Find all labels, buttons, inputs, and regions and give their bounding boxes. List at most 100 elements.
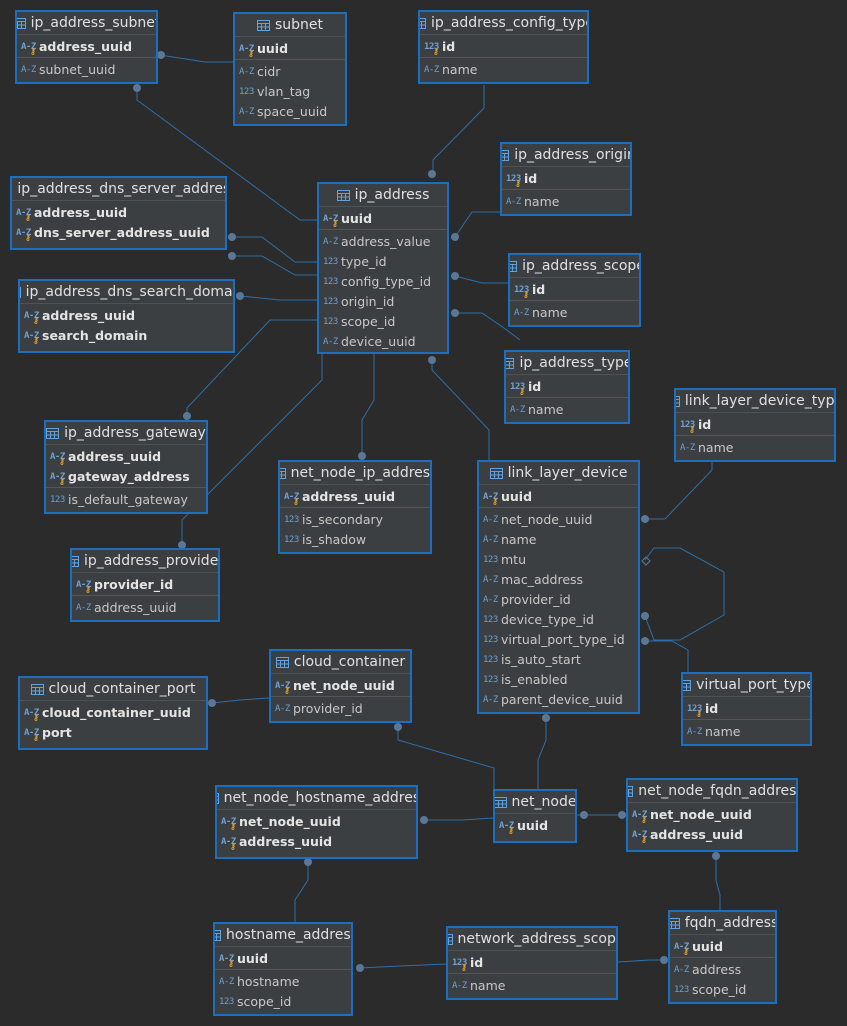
column-uuid[interactable]: A-Z⚷uuid xyxy=(479,487,638,507)
column-uuid[interactable]: A-Z⚷uuid xyxy=(495,816,575,836)
relation-endpoint-11[interactable] xyxy=(358,452,366,460)
column-search-domain[interactable]: A-Z⚷search_domain xyxy=(20,326,233,346)
column-address-uuid[interactable]: A-Z⚷address_uuid xyxy=(20,306,233,326)
column-id[interactable]: 123⚷id xyxy=(510,280,639,300)
column-cloud-container-uuid[interactable]: A-Z⚷cloud_container_uuid xyxy=(20,703,206,723)
column-uuid[interactable]: A-Z⚷uuid xyxy=(670,937,775,957)
relation-endpoint-9[interactable] xyxy=(183,412,191,420)
column-uuid[interactable]: A-Z⚷uuid xyxy=(215,949,351,969)
relation-endpoint-5[interactable] xyxy=(228,252,236,260)
column-id[interactable]: 123⚷id xyxy=(506,377,628,397)
relation-endpoint-23[interactable] xyxy=(304,858,312,866)
column-address-uuid[interactable]: A-Z⚷address_uuid xyxy=(628,825,796,845)
column-address-uuid[interactable]: A-Z⚷address_uuid xyxy=(280,487,430,507)
relation-endpoint-4[interactable] xyxy=(228,233,236,241)
relation-endpoint-22[interactable] xyxy=(712,852,720,860)
column-provider-id[interactable]: A-Z⚷provider_id xyxy=(72,575,218,595)
relation-endpoint-15[interactable] xyxy=(641,637,649,645)
column-address-uuid[interactable]: A-Z⚷address_uuid xyxy=(46,447,206,467)
relation-endpoint-24[interactable] xyxy=(356,964,364,972)
relation-endpoint-14[interactable] xyxy=(641,612,649,620)
column-address-uuid[interactable]: A-Z⚷address_uuid xyxy=(12,203,225,223)
column-net-node-uuid[interactable]: A-Z⚷net_node_uuid xyxy=(217,812,416,832)
relation-endpoint-12[interactable] xyxy=(428,356,436,364)
column-id[interactable]: 123⚷id xyxy=(683,699,810,719)
relation-endpoint-6[interactable] xyxy=(236,292,244,300)
relation-endpoint-25[interactable] xyxy=(660,956,668,964)
relation-endpoint-3[interactable] xyxy=(451,233,459,241)
column-net-node-uuid[interactable]: A-Z⚷net_node_uuid xyxy=(628,805,796,825)
column-address-uuid[interactable]: A-Z⚷address_uuid xyxy=(17,37,156,57)
relation-endpoint-21[interactable] xyxy=(618,811,626,819)
relation-endpoint-16[interactable] xyxy=(208,699,216,707)
column-id[interactable]: 123⚷id xyxy=(502,169,630,189)
relation-endpoint-2[interactable] xyxy=(428,170,436,178)
relation-endpoint-7[interactable] xyxy=(451,272,459,280)
relation-endpoint-10[interactable] xyxy=(178,541,186,549)
column-address-uuid[interactable]: A-Z⚷address_uuid xyxy=(217,832,416,852)
column-uuid[interactable]: A-Z⚷uuid xyxy=(235,39,345,59)
relation-endpoint-13[interactable] xyxy=(641,515,649,523)
relation-endpoint-18[interactable] xyxy=(542,714,550,722)
relation-endpoint-19[interactable] xyxy=(420,816,428,824)
relation-endpoint-20[interactable] xyxy=(580,811,588,819)
column-id[interactable]: 123⚷id xyxy=(448,953,616,973)
column-port[interactable]: A-Z⚷port xyxy=(20,723,206,743)
column-id[interactable]: 123⚷id xyxy=(676,415,834,435)
relation-endpoint-17[interactable] xyxy=(394,723,402,731)
column-gateway-address[interactable]: A-Z⚷gateway_address xyxy=(46,467,206,487)
column-id[interactable]: 123⚷id xyxy=(420,37,587,57)
